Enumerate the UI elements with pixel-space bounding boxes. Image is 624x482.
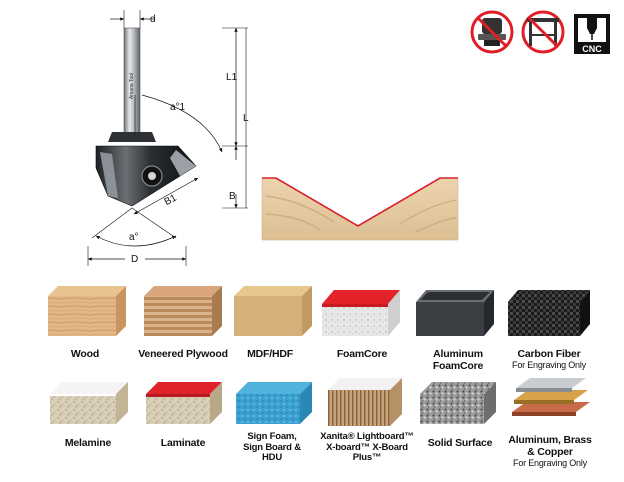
material-swatch-carbon-fiber xyxy=(508,290,590,336)
material-swatch-aluminum-brass-copper xyxy=(512,378,590,416)
material-label-mdf-hdf: MDF/HDF xyxy=(247,348,293,360)
material-swatch-veneered-plywood xyxy=(144,286,222,336)
material-label-foamcore: FoamCore xyxy=(336,348,388,360)
dim-label-D: D xyxy=(131,254,138,265)
material-swatch-xanita-xboard xyxy=(328,378,402,426)
dim-D: D xyxy=(87,246,187,266)
material-label-xanita-xboard: Xanita® Lightboard™ X-board™ X-Board Plu… xyxy=(320,431,414,463)
material-label-sign-foam: Sign Foam, Sign Board & HDU xyxy=(243,431,301,463)
material-label-carbon-fiber: Carbon Fiber For Engraving Only xyxy=(501,348,597,370)
material-label-laminate: Laminate xyxy=(160,437,206,449)
shank-brand-text: Amana Tool xyxy=(129,73,135,99)
v-groove-wood-sample xyxy=(261,177,459,241)
bit-collar xyxy=(108,132,156,142)
material-swatch-melamine xyxy=(50,382,128,424)
dim-label-d: d xyxy=(150,14,156,25)
material-swatch-aluminum-foamcore xyxy=(416,290,494,336)
material-swatch-foamcore xyxy=(322,290,400,336)
dim-angle-a: a° xyxy=(91,207,177,247)
material-label-aluminum-foamcore: Aluminum FoamCore xyxy=(432,348,484,372)
carbide-tip-left xyxy=(100,152,118,198)
material-swatch-sign-foam xyxy=(236,382,312,424)
no-handheld-router-icon xyxy=(470,10,514,54)
material-label-wood: Wood xyxy=(70,348,100,360)
material-swatch-laminate xyxy=(146,382,222,424)
dim-vertical: L1 L B xyxy=(222,27,249,209)
carbide-tip-right xyxy=(170,150,196,176)
dim-label-a1: a°1 xyxy=(170,102,186,113)
dim-angle-a1: a°1 xyxy=(134,94,223,153)
v-groove-cut-line xyxy=(262,177,458,227)
cnc-label: CNC xyxy=(582,44,602,54)
material-label-solid-surface: Solid Surface xyxy=(427,437,493,449)
no-router-table-icon xyxy=(521,10,565,54)
material-label-veneered-plywood: Veneered Plywood xyxy=(138,348,228,360)
material-sub-aluminum-brass-copper: For Engraving Only xyxy=(513,458,587,468)
dim-B1: B1 xyxy=(133,177,199,215)
dim-label-B1: B1 xyxy=(163,192,179,208)
dim-label-L: L xyxy=(243,113,249,124)
dim-label-a: a° xyxy=(129,232,139,243)
cnc-machine-icon: CNC xyxy=(574,14,610,54)
material-swatch-mdf-hdf xyxy=(234,286,312,336)
material-label-aluminum-brass-copper: Aluminum, Brass & Copper For Engraving O… xyxy=(505,434,595,468)
bearing-screw-icon xyxy=(148,172,156,180)
router-bit: Amana Tool xyxy=(95,27,197,207)
material-swatch-wood xyxy=(48,286,126,336)
dim-label-B: B xyxy=(229,191,236,202)
dim-d: d xyxy=(110,10,156,28)
material-swatch-solid-surface xyxy=(420,382,496,424)
dim-label-L1: L1 xyxy=(226,72,238,83)
material-label-melamine: Melamine xyxy=(64,437,112,449)
material-sub-carbon-fiber: For Engraving Only xyxy=(512,360,586,370)
